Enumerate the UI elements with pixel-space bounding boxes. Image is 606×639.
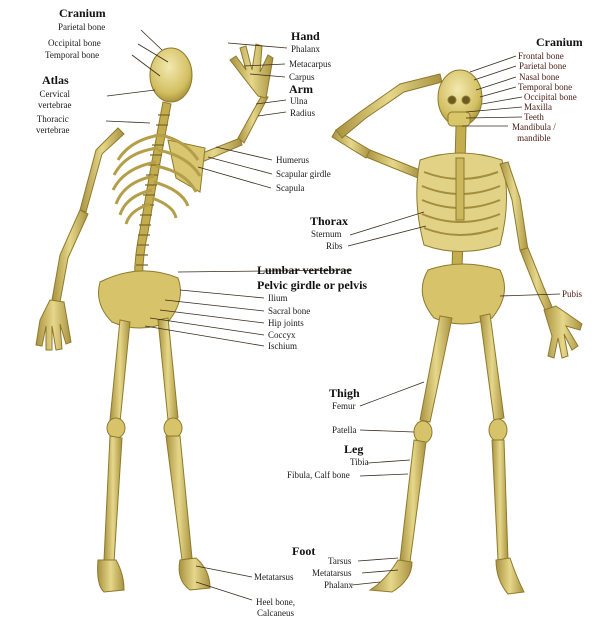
scapular-girdle-label: Scapular girdle [276,169,331,179]
femur-label: Femur [332,401,356,411]
back-parietal-bone-label: Parietal bone [58,22,106,32]
atlas-heading: Atlas [42,73,69,87]
phalanx-label: Phalanx [291,44,320,54]
nasal-bone-label: Nasal bone [519,72,560,82]
thorax-heading: Thorax [310,214,349,228]
leader-lines [105,29,561,601]
front-left-tibia [399,439,427,563]
front-right-femur [479,313,505,421]
mandible-label: Mandibula / mandible [512,122,556,143]
front-left-humerus [365,149,421,179]
carpus-label: Carpus [289,72,315,82]
front-skeleton [331,69,583,595]
front-left-foot [368,559,413,593]
pubis-label: Pubis [562,289,583,299]
maxilla-label: Maxilla [524,102,552,112]
front-parietal-bone-label: Parietal bone [519,61,567,71]
sternum-label: Sternum [311,229,342,239]
frontal-bone-label: Frontal bone [518,51,564,61]
front-right-hand [543,305,583,359]
fibula-label: Fibula, Calf bone [287,470,350,480]
ribs-label: Ribs [326,241,343,251]
front-left-hand [335,73,443,139]
patella-label: Patella [332,425,357,435]
tibia-label: Tibia [350,457,369,467]
ulna-label: Ulna [290,96,308,106]
pelvic-girdle-heading: Pelvic girdle or pelvis [257,278,368,292]
metacarpus-label: Metacarpus [289,59,331,69]
sacral-bone-label: Sacral bone [268,306,311,316]
back-right-forearm [51,209,89,303]
front-left-forearm [331,129,371,159]
thoracic-vertebrae-label: Thoracic vertebrae [36,114,70,135]
back-skeleton [35,43,274,593]
back-right-tibia [165,435,193,561]
front-right-tibia [491,439,509,561]
back-right-foot [178,557,211,591]
front-metatarsus-label: Metatarsus [312,568,352,578]
front-left-femur [419,315,453,423]
tarsus-label: Tarsus [328,556,352,566]
teeth-label: Teeth [524,112,544,122]
heel-bone-label: Heel bone, Calcaneus [256,597,295,618]
back-left-foot [97,559,125,593]
front-pelvis [421,263,505,325]
cervical-vertebrae-label: Cervical vertebrae [38,89,72,110]
foot-heading: Foot [292,544,316,558]
back-skull [149,47,193,103]
front-right-forearm [519,247,554,313]
back-left-tibia [103,435,123,563]
back-metatarsus-label: Metatarsus [254,572,294,582]
lumbar-vertebrae-heading: Lumbar vertebrae [257,263,352,277]
front-occipital-bone-label: Occipital bone [524,92,577,102]
hip-joints-label: Hip joints [268,318,304,328]
humerus-label: Humerus [276,155,309,165]
back-right-humerus [79,127,125,213]
back-temporal-bone-label: Temporal bone [45,50,100,60]
scapula-label: Scapula [276,183,305,193]
ischium-label: Ischium [268,341,297,351]
arm-heading: Arm [289,82,313,96]
back-ribcage [111,133,202,225]
back-scapula [167,139,206,193]
front-right-foot [495,557,525,595]
back-occipital-bone-label: Occipital bone [48,38,101,48]
back-right-hand [35,299,72,351]
back-right-femur [157,317,179,421]
hand-heading: Hand [291,29,320,43]
coccyx-label: Coccyx [268,330,296,340]
front-cranium-heading: Cranium [536,35,583,49]
thigh-heading: Thigh [329,386,360,400]
back-spine [134,101,172,291]
back-cranium-heading: Cranium [59,6,106,20]
back-left-femur [109,319,131,423]
front-phalanx-label: Phalanx [324,580,353,590]
front-temporal-bone-label: Temporal bone [518,82,573,92]
leg-heading: Leg [344,442,364,456]
back-left-forearm [237,94,269,144]
radius-label: Radius [290,108,316,118]
back-left-hand [229,43,274,99]
ilium-label: Ilium [268,293,288,303]
